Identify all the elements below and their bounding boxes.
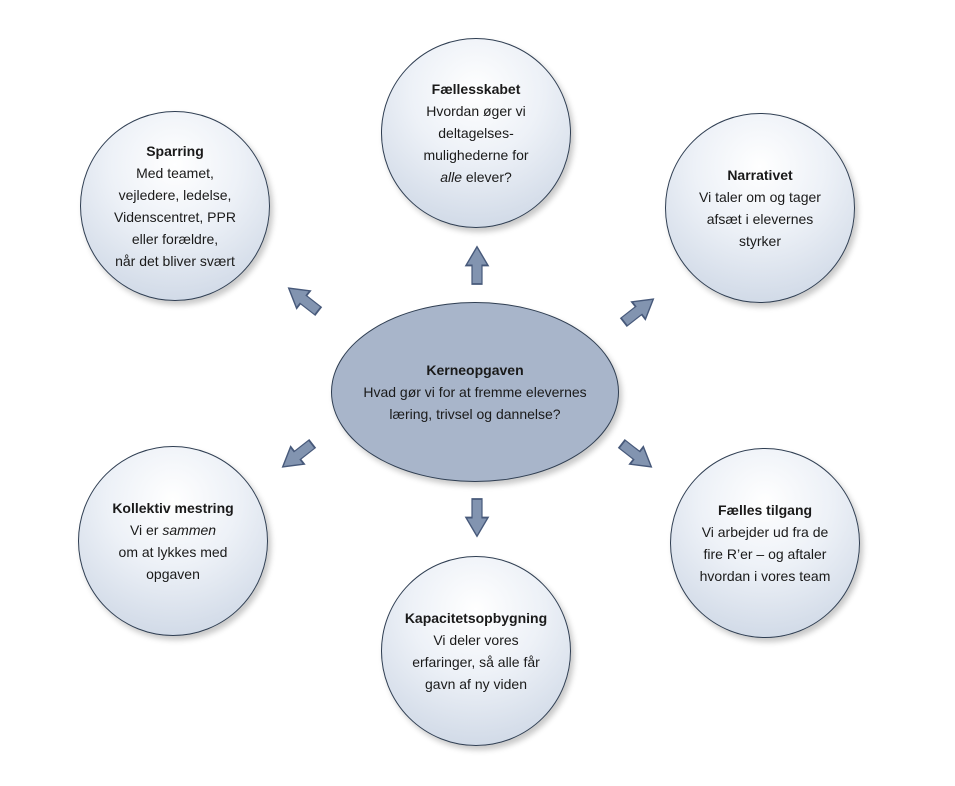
node-line: eller forældre,	[131, 230, 219, 247]
arrow-upper-left	[281, 278, 326, 321]
core-line: læring, trivsel og dannelse?	[389, 405, 561, 422]
node-line: når det bliver svært	[115, 252, 235, 269]
node-line: Vi arbejder ud fra de	[701, 523, 829, 540]
node-line: Hvordan øger vi	[426, 102, 526, 119]
core-line: Hvad gør vi for at fremme elevernes	[363, 383, 587, 400]
node-title: Fælles tilgang	[717, 501, 813, 518]
node-kollektiv-mestring: Kollektiv mestring Vi er sammen om at ly…	[78, 446, 268, 636]
node-line: opgaven	[146, 565, 200, 582]
node-line: mulighederne for	[423, 146, 529, 163]
node-line: gavn af ny viden	[425, 675, 527, 692]
node-line: fire R’er – og aftaler	[703, 545, 827, 562]
node-faellesskabet: Fællesskabet Hvordan øger vi deltagelses…	[381, 38, 571, 228]
core-title: Kerneopgaven	[426, 361, 524, 378]
node-title: Fællesskabet	[431, 80, 521, 97]
core-kerneopgaven: Kerneopgaven Hvad gør vi for at fremme e…	[331, 302, 619, 482]
node-line: vejledere, ledelse,	[118, 186, 232, 203]
node-narrativet: Narrativet Vi taler om og tager afsæt i …	[665, 113, 855, 303]
node-line: Vi er sammen	[130, 519, 216, 541]
arrow-upper-right	[616, 289, 661, 332]
node-line: Videnscentret, PPR	[114, 208, 236, 225]
node-line: Vi taler om og tager	[699, 188, 821, 205]
node-line-pre: Vi er	[129, 521, 163, 538]
node-faelles-tilgang: Fælles tilgang Vi arbejder ud fra de fir…	[670, 448, 860, 638]
node-line: alle elever?	[440, 166, 512, 188]
arrow-lower-right	[614, 434, 659, 477]
node-kapacitetsopbygning: Kapacitetsopbygning Vi deler vores erfar…	[381, 556, 571, 746]
node-line: afsæt i elevernes	[706, 210, 814, 227]
node-line: deltagelses-	[438, 124, 514, 141]
emphasis-text: alle	[440, 168, 462, 185]
arrow-down	[465, 498, 489, 538]
node-line: om at lykkes med	[118, 543, 228, 560]
node-title: Kollektiv mestring	[112, 499, 234, 516]
node-line: styrker	[739, 232, 781, 249]
node-title: Kapacitetsopbygning	[404, 609, 548, 626]
node-line: Vi deler vores	[433, 631, 519, 648]
arrow-lower-left	[275, 434, 320, 477]
node-title: Sparring	[146, 142, 204, 159]
node-line-rest: elever?	[461, 168, 512, 185]
node-sparring: Sparring Med teamet, vejledere, ledelse,…	[80, 111, 270, 301]
arrow-up	[465, 245, 489, 285]
node-line: Med teamet,	[136, 164, 214, 181]
node-title: Narrativet	[727, 166, 793, 183]
node-line: erfaringer, så alle får	[412, 653, 540, 670]
emphasis-text: sammen	[162, 521, 217, 538]
node-line: hvordan i vores team	[699, 567, 831, 584]
